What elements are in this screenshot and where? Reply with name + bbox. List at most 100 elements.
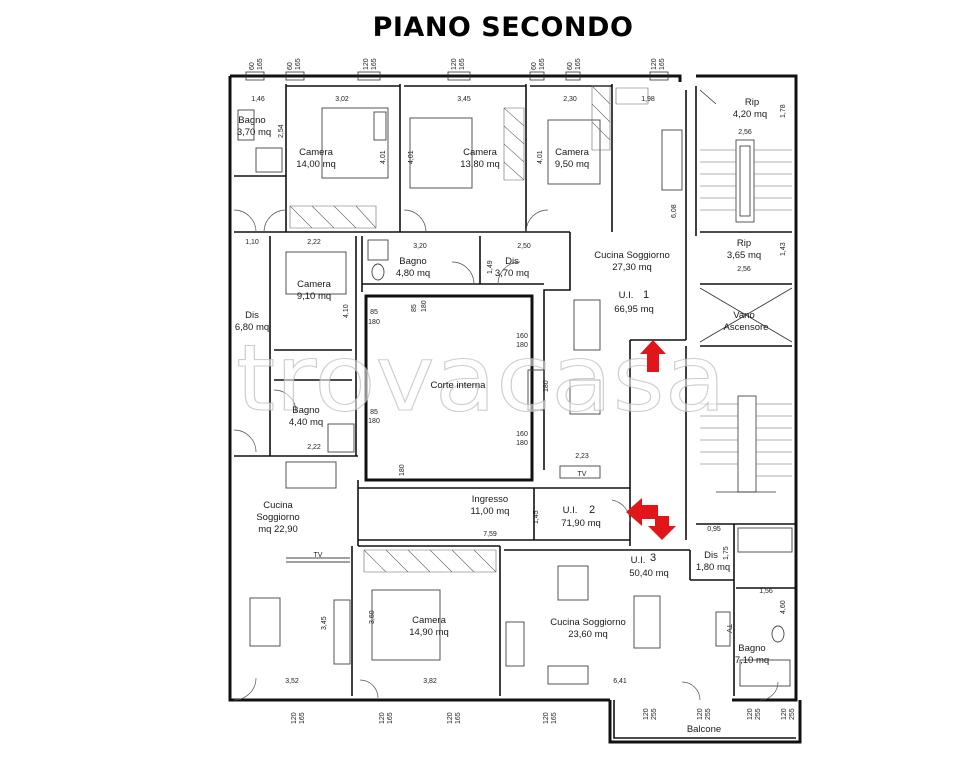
door-swings (233, 209, 779, 701)
camera2-name: Camera (463, 147, 498, 158)
dim-2-56b: 2,56 (737, 266, 751, 273)
dim-160b: 160 (516, 431, 528, 438)
camera3-area: 9,50 mq (555, 159, 589, 170)
ui2-name: U.I. (563, 505, 578, 516)
dim-1-78: 1,78 (780, 104, 787, 118)
dim-1-75: 1,75 (723, 546, 730, 560)
dim-bot-6a: 120 (697, 708, 704, 720)
dis1-name: Dis (505, 256, 519, 267)
dim-bot-7b: 255 (755, 708, 762, 720)
dim-2-50: 2,50 (517, 243, 531, 250)
entry-arrows (626, 340, 676, 540)
dim-3-82: 3,82 (423, 678, 437, 685)
tv-label-1: TV (578, 471, 587, 478)
dim-bot-4a: 120 (543, 712, 550, 724)
ui1-area: 66,95 mq (614, 304, 654, 315)
dim-2-22a: 2,22 (307, 239, 321, 246)
dim-bot-5b: 255 (651, 708, 658, 720)
furniture (237, 85, 793, 687)
dim-bot-8a: 120 (781, 708, 788, 720)
bagno4-area: 7,10 mq (735, 655, 769, 666)
cucina2-name2: Soggiorno (256, 512, 299, 523)
dim-top-7a: 120 (651, 58, 658, 70)
dim-85a: 85 (370, 309, 378, 316)
bagno2-area: 4,80 mq (396, 268, 430, 279)
tv-label-3: TV (725, 624, 732, 633)
cucina1-name: Cucina Soggiorno (594, 250, 670, 261)
dim-bot-1a: 120 (291, 712, 298, 724)
dis1-area: 3,70 mq (495, 268, 529, 279)
ui3-number: 3 (650, 552, 656, 564)
dim-top-1b: 165 (257, 58, 264, 70)
rip1-name: Rip (745, 97, 759, 108)
dim-1-43: 1,43 (780, 242, 787, 256)
ui3-area: 50,40 mq (629, 568, 669, 579)
vano-name: Vano (733, 310, 754, 321)
camera4-name: Camera (297, 279, 332, 290)
dim-3-60: 3,60 (369, 610, 376, 624)
camera2-area: 13,80 mq (460, 159, 500, 170)
rip1-area: 4,20 mq (733, 109, 767, 120)
dis3-area: 1,80 mq (696, 562, 730, 573)
camera3-name: Camera (555, 147, 590, 158)
dim-bot-3b: 165 (455, 712, 462, 724)
dis3-name: Dis (704, 550, 718, 561)
plan-title: PIANO SECONDO (373, 12, 634, 43)
dim-top-4a: 120 (451, 58, 458, 70)
dim-180b: 180 (421, 300, 428, 312)
ui2-number: 2 (589, 504, 595, 516)
dim-3-02: 3,02 (335, 96, 349, 103)
dim-4-01a: 4,01 (380, 150, 387, 164)
dim-top-3b: 165 (371, 58, 378, 70)
cucina3-area: 23,60 mq (568, 629, 608, 640)
camera5-area: 14,90 mq (409, 627, 449, 638)
dimension-labels: 1,46 3,02 3,45 2,30 1,98 2,56 1,78 2,54 … (245, 58, 796, 724)
dim-top-4b: 165 (459, 58, 466, 70)
dim-160a: 160 (516, 333, 528, 340)
dim-1-45: 1,45 (533, 510, 540, 524)
cucina2-name: Cucina (263, 500, 293, 511)
dim-180e: 180 (368, 418, 380, 425)
dim-top-1a: 60 (249, 62, 256, 70)
dim-bot-2a: 120 (379, 712, 386, 724)
dim-2-54: 2,54 (278, 124, 285, 138)
dim-top-2b: 165 (295, 58, 302, 70)
dim-3-45b: 3,45 (321, 616, 328, 630)
dim-bot-3a: 120 (447, 712, 454, 724)
staircase (699, 89, 793, 493)
cucina3-name: Cucina Soggiorno (550, 617, 626, 628)
dim-top-6b: 165 (575, 58, 582, 70)
dim-top-2a: 60 (287, 62, 294, 70)
dim-bot-5a: 120 (643, 708, 650, 720)
dim-6-41: 6,41 (613, 678, 627, 685)
bagno1-area: 3,70 mq (237, 127, 271, 138)
top-window-markers (245, 71, 669, 81)
dim-180g: 180 (543, 380, 550, 392)
camera1-area: 14,00 mq (296, 159, 336, 170)
ui2-entry-arrow-icon (626, 498, 658, 526)
dim-3-20: 3,20 (413, 243, 427, 250)
dim-bot-7a: 120 (747, 708, 754, 720)
dim-4-01c: 4,01 (537, 150, 544, 164)
bagno3-name: Bagno (292, 405, 319, 416)
dim-7-59: 7,59 (483, 531, 497, 538)
rip2-name: Rip (737, 238, 751, 249)
ui1-entry-arrow-icon (640, 340, 666, 372)
dim-bot-6b: 255 (705, 708, 712, 720)
dim-bot-4b: 165 (551, 712, 558, 724)
dis2-name: Dis (245, 310, 259, 321)
watermark-text: trovacasa (236, 325, 726, 432)
tv-label-2: TV (314, 552, 323, 559)
corte-name: Corte interna (431, 380, 487, 391)
dim-bot-8b: 255 (789, 708, 796, 720)
dim-85b: 85 (411, 304, 418, 312)
interior-walls (234, 84, 796, 696)
dim-bot-1b: 165 (299, 712, 306, 724)
dim-180d: 180 (516, 440, 528, 447)
dim-top-7b: 165 (659, 58, 666, 70)
dim-2-56a: 2,56 (738, 129, 752, 136)
balcone-name: Balcone (687, 724, 721, 735)
dim-3-52: 3,52 (285, 678, 299, 685)
cucina2-area: mq 22,90 (258, 524, 298, 535)
